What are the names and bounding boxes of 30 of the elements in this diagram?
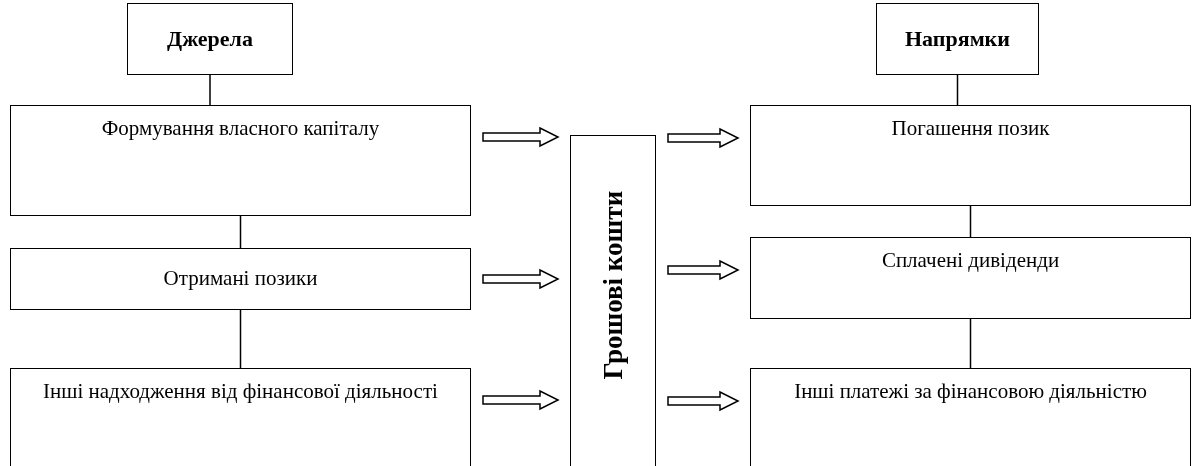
hollow-arrow: [667, 390, 740, 412]
box-text: Формування власного капіталу: [100, 116, 381, 142]
hollow-arrow: [482, 389, 560, 411]
connector-line: [239, 215, 242, 249]
connector-line: [239, 309, 242, 369]
hollow-arrow: [667, 127, 740, 149]
box-text: Погашення позик: [890, 116, 1051, 142]
header-box: [127, 3, 293, 75]
heading: Напрямки: [904, 25, 1011, 53]
process-box: [10, 105, 471, 216]
central-box: [570, 135, 656, 466]
connector-line: [969, 205, 972, 238]
box-text: Отримані позики: [162, 266, 319, 292]
process-box: [750, 237, 1191, 319]
connector-line: [209, 74, 211, 106]
connector-line: [969, 318, 972, 369]
hollow-arrow: [482, 268, 560, 290]
process-box: [10, 248, 471, 310]
box-text: Інші надходження від фінансової діяльності: [42, 379, 439, 405]
hollow-arrow: [482, 126, 560, 148]
process-box: [750, 105, 1191, 206]
heading: Джерела: [166, 25, 254, 53]
box-text: Сплачені дивіденди: [880, 248, 1061, 274]
process-box: [750, 368, 1191, 466]
box-text: Інші платежі за фінансовою діяльністю: [793, 379, 1148, 405]
hollow-arrow: [667, 259, 740, 281]
vertical-label: Грошові кошти: [596, 189, 629, 382]
process-box: [10, 368, 471, 466]
header-box: [876, 3, 1039, 75]
connector-line: [956, 74, 959, 106]
